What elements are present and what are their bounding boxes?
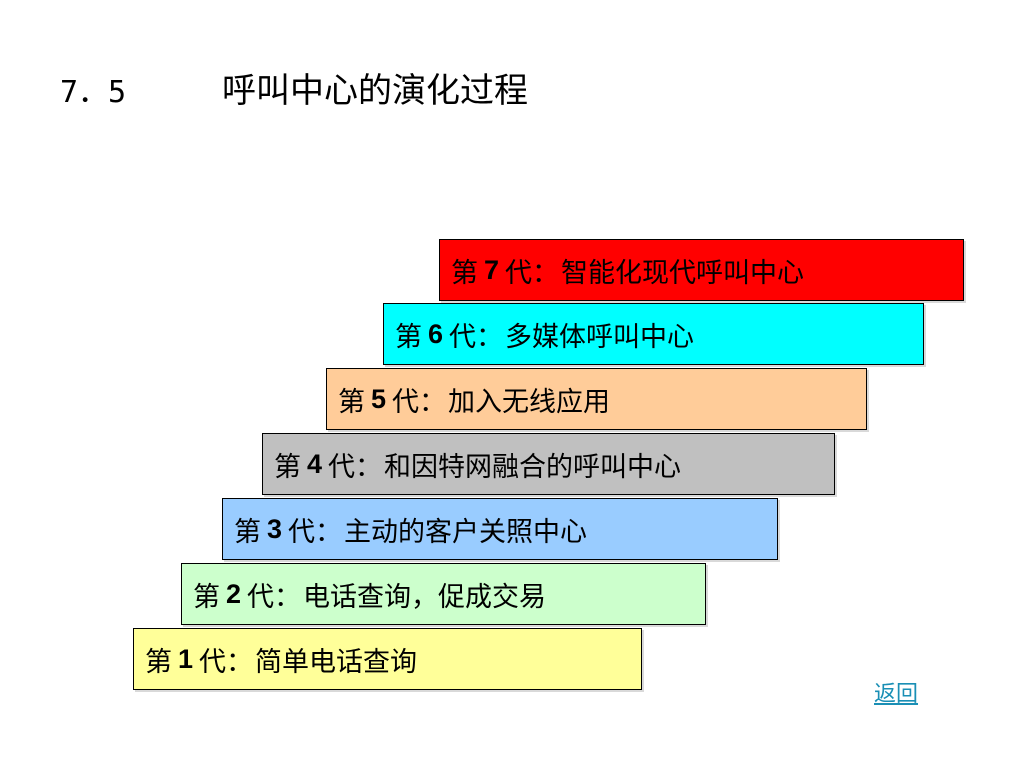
step-prefix: 第 (274, 451, 301, 483)
step-number: 2 (226, 578, 242, 609)
step-separator: ： (532, 257, 560, 289)
step-text: 电话查询，促成交易 (303, 581, 547, 613)
step-separator: ： (315, 516, 343, 548)
step-number: 3 (267, 513, 283, 544)
step-text: 智能化现代呼叫中心 (561, 257, 805, 289)
step-prefix: 第 (338, 386, 365, 418)
step-suffix: 代 (199, 646, 227, 678)
step-separator: ： (274, 581, 302, 613)
step-text: 主动的客户关照中心 (344, 516, 588, 548)
step-number: 1 (178, 643, 194, 674)
step-text: 多媒体呼叫中心 (505, 321, 695, 353)
step-prefix: 第 (234, 516, 261, 548)
step-prefix: 第 (395, 321, 422, 353)
step-number: 7 (484, 254, 500, 285)
step-suffix: 代 (247, 581, 275, 613)
step-suffix: 代 (288, 516, 316, 548)
step-separator: ： (476, 321, 504, 353)
step-suffix: 代 (392, 386, 420, 418)
step-number: 4 (307, 448, 323, 479)
step-separator: ： (226, 646, 254, 678)
title-text: 呼叫中心的演化过程 (222, 71, 528, 111)
step-text: 和因特网融合的呼叫中心 (384, 451, 682, 483)
step-suffix: 代 (328, 451, 356, 483)
step-prefix: 第 (145, 646, 172, 678)
section-number: 7．5 (60, 75, 127, 110)
step-number: 6 (428, 318, 444, 349)
step-suffix: 代 (449, 321, 477, 353)
step-prefix: 第 (193, 581, 220, 613)
step-prefix: 第 (451, 257, 478, 289)
back-link[interactable]: 返回 (874, 682, 919, 707)
step-text: 加入无线应用 (448, 386, 611, 418)
step-number: 5 (371, 383, 387, 414)
step-text: 简单电话查询 (255, 646, 418, 678)
step-suffix: 代 (505, 257, 533, 289)
step-separator: ： (419, 386, 447, 418)
slide-title: 7．5 呼叫中心的演化过程 (60, 66, 528, 116)
step-separator: ： (355, 451, 383, 483)
